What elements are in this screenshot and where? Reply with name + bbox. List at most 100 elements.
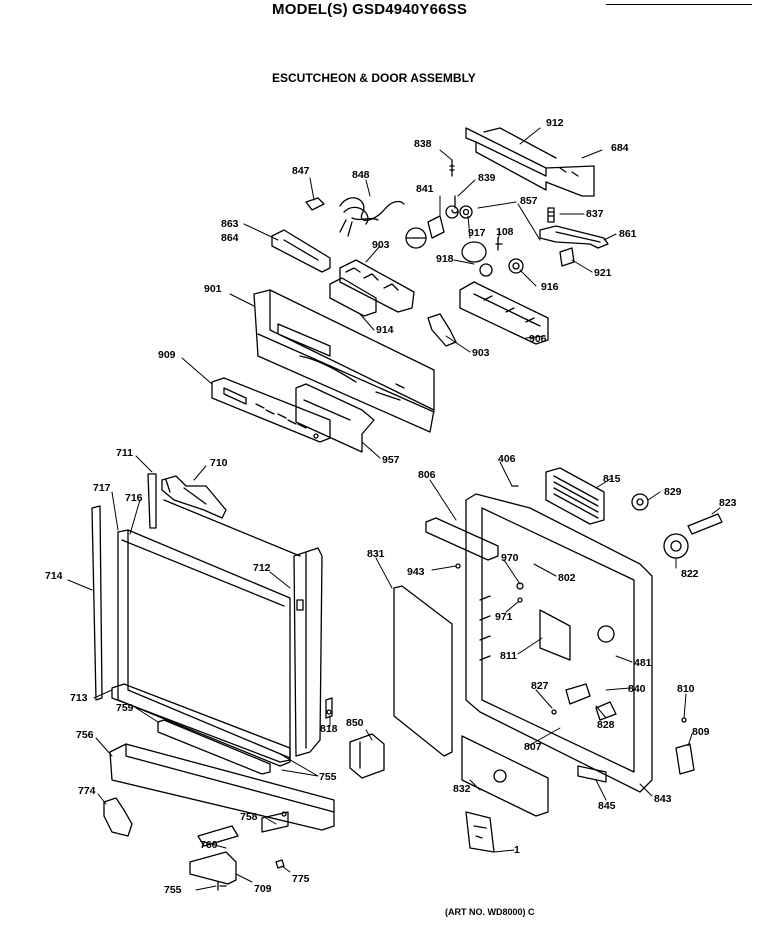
top-bracket-part [466,128,594,196]
callout-807: 807 [524,741,542,753]
callout-857: 857 [520,195,538,207]
callout-755-lower: 755 [164,884,182,896]
side-channel-712 [294,548,322,756]
callout-838: 838 [414,138,432,150]
callout-758: 758 [240,811,258,823]
callout-822: 822 [681,568,699,580]
callout-914: 914 [376,324,394,336]
callout-906: 906 [529,333,547,345]
insulation-774 [104,798,132,836]
callout-917: 917 [468,227,486,239]
label-part [466,812,494,852]
trim-strip-759 [158,720,270,774]
callout-903-lower: 903 [472,347,490,359]
callout-806: 806 [418,469,436,481]
callout-717: 717 [93,482,111,494]
callout-108: 108 [496,226,514,238]
callout-943: 943 [407,566,425,578]
callout-829: 829 [664,486,682,498]
knob-parts [632,494,722,558]
bar-806 [426,518,498,560]
callout-861: 861 [619,228,637,240]
callout-810: 810 [677,683,695,695]
callout-921: 921 [594,267,612,279]
side-trim-714 [92,506,102,700]
callout-916: 916 [541,281,559,293]
bottom-trim-713 [112,684,290,762]
escutcheon-panel [254,290,434,432]
callout-848: 848 [352,169,370,181]
callout-909: 909 [158,349,176,361]
callout-957: 957 [382,454,400,466]
callout-756: 756 [76,729,94,741]
callout-684: 684 [611,142,629,154]
callout-1: 1 [514,844,520,856]
callout-841: 841 [416,183,434,195]
callout-863: 863 [221,218,239,230]
control-module-part [428,282,548,346]
callout-832: 832 [453,783,471,795]
callout-903-top: 903 [372,239,390,251]
callout-912: 912 [546,117,564,129]
callout-815: 815 [603,473,621,485]
callout-918: 918 [436,253,454,265]
callout-970: 970 [501,552,519,564]
callout-760: 760 [200,839,218,851]
callout-971: 971 [495,611,513,623]
callout-774: 774 [78,785,96,797]
callout-713: 713 [70,692,88,704]
callout-716: 716 [125,492,143,504]
callout-802: 802 [558,572,576,584]
callout-818: 818 [320,723,338,735]
callout-811: 811 [500,650,517,662]
assembly-title: ESCUTCHEON & DOOR ASSEMBLY [272,71,476,85]
callout-711: 711 [116,447,133,459]
callout-843: 843 [654,793,672,805]
callout-828: 828 [597,719,615,731]
wire-harness-part [306,198,404,236]
callout-850: 850 [346,717,364,729]
callout-823: 823 [719,497,737,509]
callout-759: 759 [116,702,134,714]
insulation-panel-831 [394,586,452,756]
bottom-hardware [190,812,288,890]
clip-850 [350,734,384,778]
control-overlay [296,384,374,452]
art-number: (ART NO. WD8000) C [445,907,535,917]
callout-710: 710 [210,457,228,469]
door-latch-rod [540,226,608,248]
control-panel-board [330,260,414,316]
toe-kick-plate [110,744,334,830]
callout-755-upper: 755 [319,771,337,783]
callout-809: 809 [692,726,710,738]
hinge-parts [578,718,694,782]
barrier-832 [462,736,548,816]
callout-712: 712 [253,562,271,574]
header-rule [606,4,752,5]
small-fasteners [450,160,554,222]
leader-lines [68,128,720,890]
callout-845: 845 [598,800,616,812]
latch-bracket-part [272,230,330,272]
callout-775: 775 [292,873,310,885]
callout-831: 831 [367,548,385,560]
callout-709: 709 [254,883,272,895]
callout-827: 827 [531,680,549,692]
inner-door-liner [466,494,652,792]
callout-864: 864 [221,232,239,244]
vent-cover-815 [546,468,604,524]
inner-top-bracket [162,476,226,518]
door-trim-711 [148,474,300,556]
model-title: MODEL(S) GSD4940Y66SS [272,1,468,18]
callout-406: 406 [498,453,516,465]
callout-847: 847 [292,165,310,177]
small-part-818 [326,698,332,718]
callout-481: 481 [634,657,652,669]
callout-837: 837 [586,208,604,220]
callout-839: 839 [478,172,496,184]
callout-714: 714 [45,570,63,582]
callout-840: 840 [628,683,646,695]
callout-901: 901 [204,283,222,295]
